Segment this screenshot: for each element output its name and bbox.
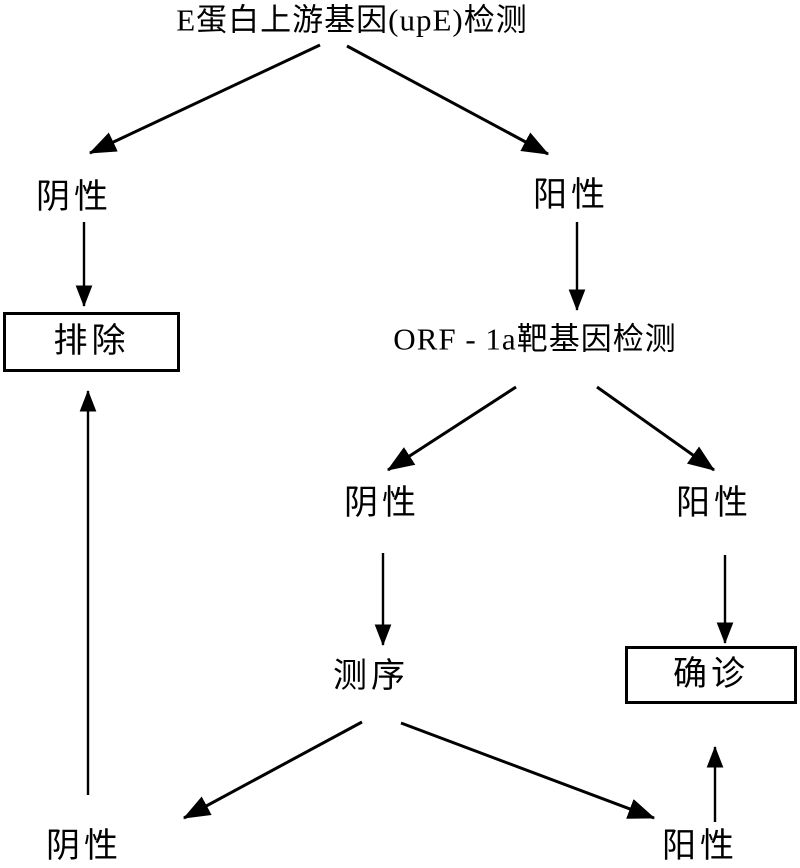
node-l1-negative: 阴性: [36, 179, 112, 216]
node-upe-test: E蛋白上游基因(upE)检测: [176, 2, 528, 38]
arrow-sequencing-to-l3-positive: [400, 721, 656, 820]
arrow-orf1a-to-l2-negative: [386, 385, 517, 472]
arrow-upe-to-l1-positive: [346, 44, 550, 156]
arrow-orf1a-to-l2-positive: [596, 385, 715, 472]
arrow-upe-to-l1-negative: [88, 43, 321, 155]
node-l3-positive: 阳性: [662, 828, 738, 865]
node-confirmed-box: 确诊: [625, 646, 797, 704]
node-l1-positive: 阳性: [533, 177, 609, 214]
node-l2-positive: 阳性: [676, 485, 752, 522]
node-orf1a-test: ORF - 1a靶基因检测: [393, 321, 677, 357]
node-sequencing: 测序: [333, 658, 409, 695]
node-confirmed-label: 确诊: [673, 656, 749, 693]
node-l3-negative: 阴性: [46, 828, 122, 865]
node-exclude-box: 排除: [3, 312, 180, 372]
arrow-sequencing-to-l3-negative: [182, 720, 363, 820]
node-l2-negative: 阴性: [344, 485, 420, 522]
node-exclude-label: 排除: [53, 323, 130, 360]
